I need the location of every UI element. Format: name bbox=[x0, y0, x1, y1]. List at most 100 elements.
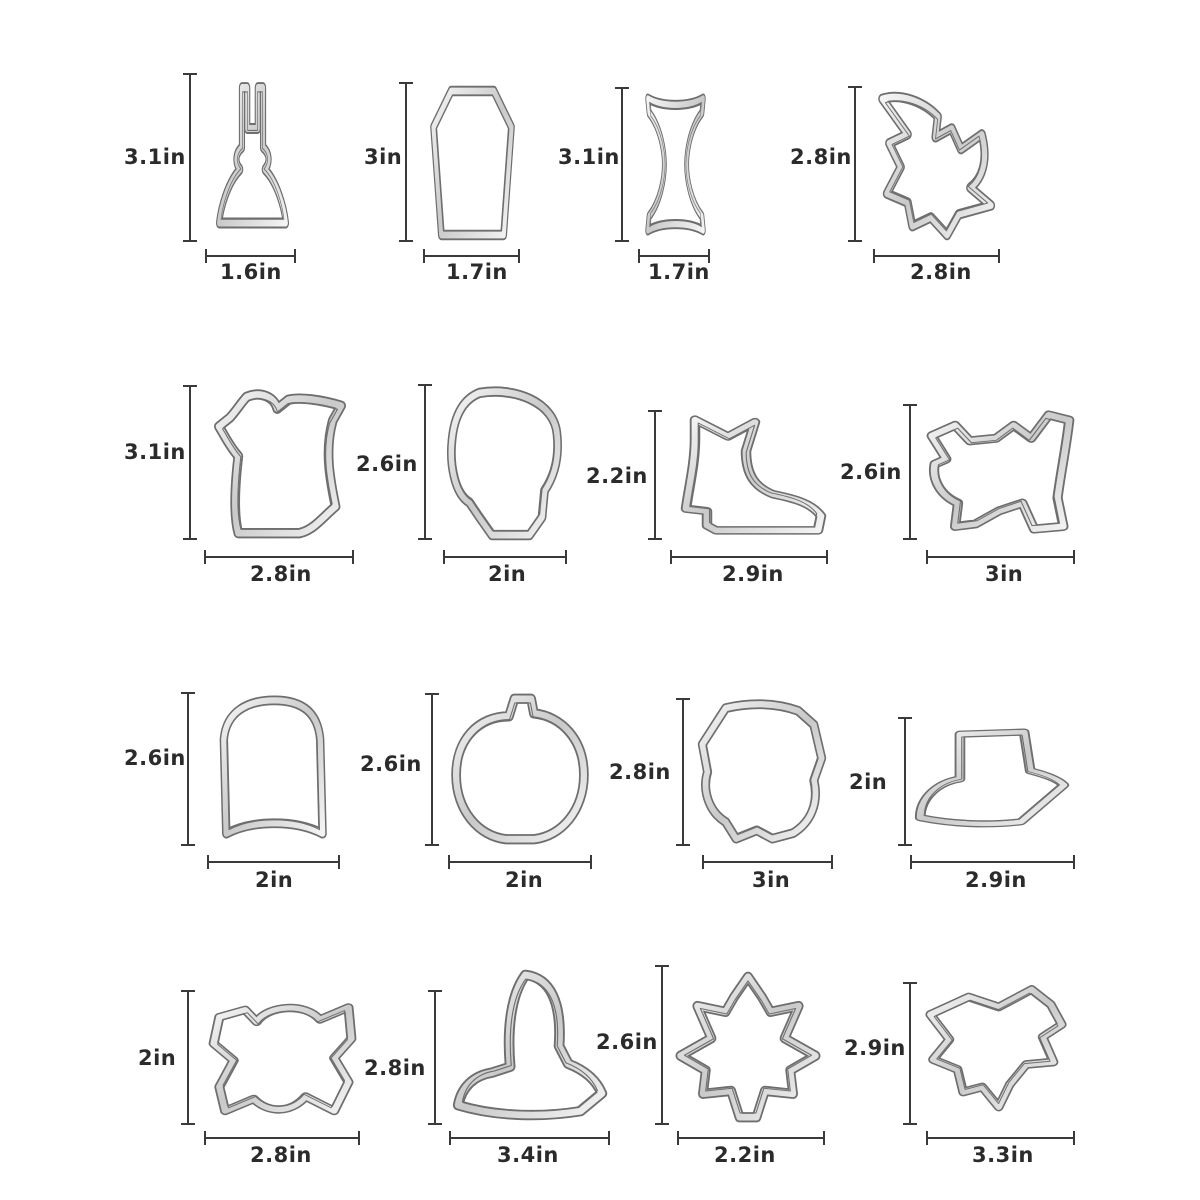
height-dimension-cap bbox=[898, 844, 912, 846]
width-dimension-cap bbox=[823, 1131, 825, 1145]
height-label: 2.9in bbox=[844, 1036, 906, 1060]
width-dimension-line bbox=[207, 861, 340, 863]
height-dimension-cap bbox=[848, 86, 862, 88]
width-dimension-line bbox=[448, 861, 592, 863]
hat-icon bbox=[914, 728, 1070, 828]
width-dimension-cap bbox=[352, 550, 354, 564]
width-label: 3.4in bbox=[497, 1143, 559, 1167]
ghost-icon bbox=[214, 389, 346, 539]
width-label: 1.7in bbox=[648, 260, 710, 284]
width-dimension-line bbox=[205, 255, 296, 257]
width-label: 2.8in bbox=[250, 1143, 312, 1167]
height-dimension-cap bbox=[181, 1123, 195, 1125]
cauldron-icon bbox=[697, 699, 827, 844]
height-dimension-line bbox=[434, 990, 436, 1125]
width-dimension-cap bbox=[670, 550, 672, 564]
height-dimension-cap bbox=[903, 1123, 917, 1125]
width-dimension-cap bbox=[443, 550, 445, 564]
width-dimension-cap bbox=[205, 249, 207, 263]
height-label: 3.1in bbox=[558, 145, 620, 169]
height-dimension-line bbox=[654, 410, 656, 540]
width-label: 2.8in bbox=[910, 260, 972, 284]
height-dimension-cap bbox=[655, 1123, 669, 1125]
width-dimension-cap bbox=[1073, 1131, 1075, 1145]
height-dimension-cap bbox=[181, 692, 195, 694]
height-dimension-cap bbox=[399, 240, 413, 242]
width-dimension-cap bbox=[423, 249, 425, 263]
width-label: 1.6in bbox=[220, 260, 282, 284]
height-label: 2.6in bbox=[124, 746, 186, 770]
width-label: 2.8in bbox=[250, 562, 312, 586]
width-label: 2.9in bbox=[722, 562, 784, 586]
height-dimension-line bbox=[854, 86, 856, 242]
height-dimension-cap bbox=[898, 717, 912, 719]
height-label: 2.6in bbox=[596, 1030, 658, 1054]
height-dimension-cap bbox=[181, 990, 195, 992]
width-label: 2.2in bbox=[714, 1143, 776, 1167]
width-dimension-cap bbox=[204, 550, 206, 564]
width-label: 2in bbox=[505, 868, 544, 892]
height-dimension-cap bbox=[183, 240, 197, 242]
width-dimension-cap bbox=[998, 249, 1000, 263]
height-dimension-cap bbox=[655, 965, 669, 967]
black-cat-icon bbox=[926, 410, 1075, 534]
witch-boot-icon bbox=[680, 415, 827, 535]
height-label: 3.1in bbox=[124, 145, 186, 169]
height-dimension-cap bbox=[676, 698, 690, 700]
width-dimension-line bbox=[423, 255, 520, 257]
height-dimension-cap bbox=[399, 82, 413, 84]
height-dimension-cap bbox=[418, 538, 432, 540]
width-dimension-cap bbox=[1073, 855, 1075, 869]
height-dimension-line bbox=[189, 73, 191, 242]
height-label: 2.6in bbox=[356, 452, 418, 476]
width-dimension-cap bbox=[338, 855, 340, 869]
height-label: 2.8in bbox=[364, 1056, 426, 1080]
width-dimension-line bbox=[449, 1137, 610, 1139]
height-dimension-line bbox=[909, 404, 911, 540]
coffin-icon bbox=[430, 85, 515, 241]
maple-leaf-icon bbox=[675, 971, 821, 1123]
height-label: 3.1in bbox=[124, 440, 186, 464]
height-dimension-cap bbox=[183, 73, 197, 75]
width-dimension-cap bbox=[910, 855, 912, 869]
height-dimension-cap bbox=[676, 844, 690, 846]
height-dimension-cap bbox=[181, 844, 195, 846]
width-dimension-line bbox=[638, 255, 710, 257]
width-dimension-cap bbox=[590, 855, 592, 869]
width-dimension-cap bbox=[448, 855, 450, 869]
height-dimension-cap bbox=[848, 240, 862, 242]
width-dimension-cap bbox=[294, 249, 296, 263]
width-dimension-line bbox=[926, 556, 1075, 558]
width-dimension-cap bbox=[677, 1131, 679, 1145]
height-dimension-line bbox=[909, 982, 911, 1125]
width-label: 3in bbox=[985, 562, 1024, 586]
height-dimension-cap bbox=[183, 385, 197, 387]
tombstone-icon bbox=[219, 695, 327, 839]
flying-witch-icon bbox=[878, 91, 996, 241]
height-label: 2.8in bbox=[609, 760, 671, 784]
height-label: 2.6in bbox=[360, 752, 422, 776]
width-label: 2in bbox=[488, 562, 527, 586]
width-dimension-line bbox=[873, 255, 1000, 257]
candy-wrapper-icon bbox=[208, 1003, 357, 1116]
width-dimension-cap bbox=[449, 1131, 451, 1145]
height-label: 2in bbox=[849, 770, 888, 794]
width-dimension-line bbox=[926, 1137, 1075, 1139]
height-dimension-cap bbox=[428, 1123, 442, 1125]
height-dimension-line bbox=[187, 692, 189, 846]
height-dimension-cap bbox=[425, 844, 439, 846]
height-dimension-line bbox=[904, 717, 906, 846]
height-dimension-line bbox=[189, 385, 191, 540]
width-dimension-cap bbox=[518, 249, 520, 263]
height-dimension-cap bbox=[425, 693, 439, 695]
pumpkin-icon bbox=[451, 693, 589, 845]
width-dimension-line bbox=[677, 1137, 825, 1139]
width-label: 3in bbox=[752, 868, 791, 892]
height-dimension-cap bbox=[903, 538, 917, 540]
width-dimension-cap bbox=[638, 249, 640, 263]
height-dimension-line bbox=[187, 990, 189, 1125]
width-label: 2.9in bbox=[965, 868, 1027, 892]
width-dimension-cap bbox=[926, 550, 928, 564]
width-dimension-line bbox=[670, 556, 828, 558]
width-dimension-cap bbox=[207, 855, 209, 869]
